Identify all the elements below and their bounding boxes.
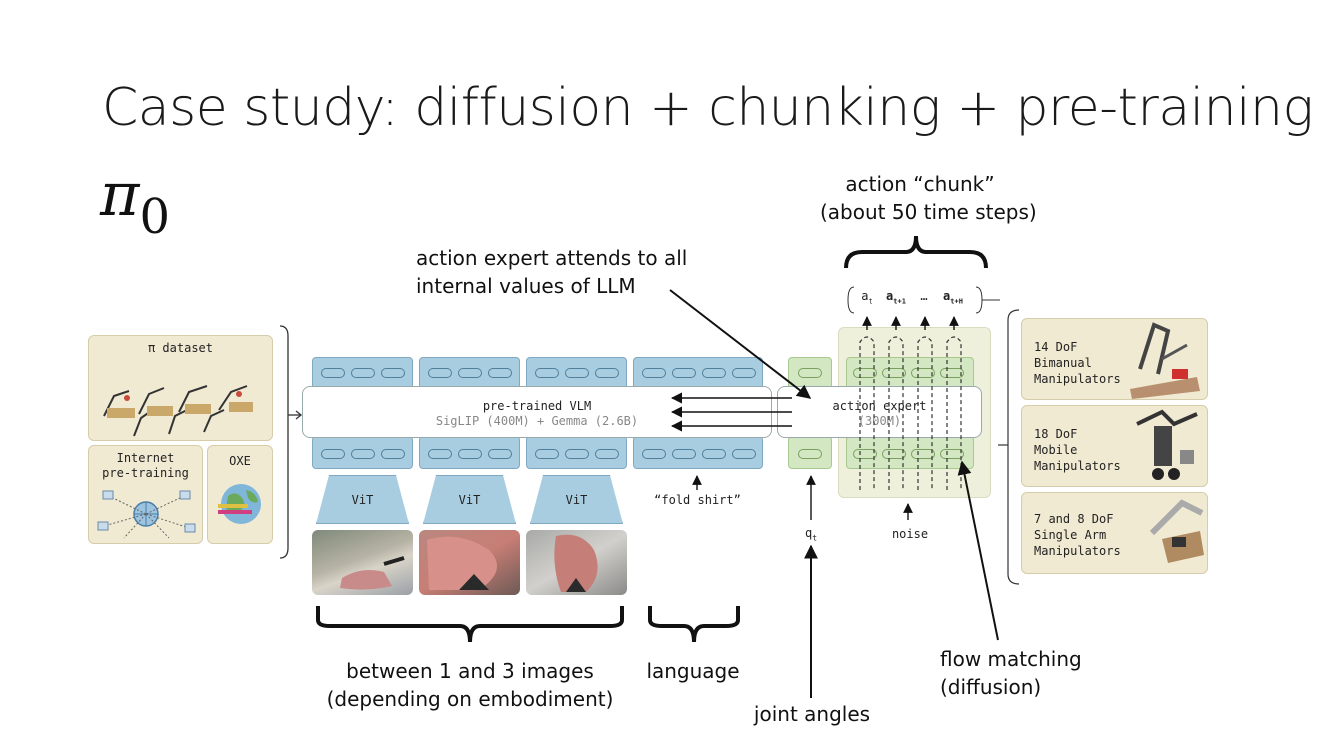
single-arm-robot-image [1149,499,1204,563]
prompt-text: “fold shirt” [654,493,741,507]
action-expert-box: action expert (300M) [777,386,982,438]
vlm-token-group-2-bottom [419,436,520,469]
shirt-folding-photo-2 [427,536,497,590]
flow-matching-label: flow matching (diffusion) [940,647,1082,699]
shirt-folding-photo-1 [340,556,405,590]
pi-dataset-label: π dataset [147,341,214,355]
vit-encoder-3: ViT [530,475,623,524]
action-atH: at+H [943,289,963,306]
attend-label: action expert attends to all internal va… [416,246,688,298]
vlm-token-group-3-bottom [526,436,627,469]
vit-encoder-1: ViT [316,475,409,524]
chunk-label: action “chunk” (about 50 time steps) [820,172,1037,224]
images-label: between 1 and 3 images (depending on emb… [326,659,614,711]
oxe-card: OXE [207,445,273,544]
bimanual-robot-image [1130,322,1200,399]
camera-image-1 [312,530,413,595]
internet-label-line2: pre-training [102,466,189,480]
mobile-robot-image [1136,409,1198,480]
action-at1: at+1 [886,289,906,306]
action-at: at [861,289,873,306]
oxe-label: OXE [229,454,251,468]
internet-label-line1: Internet [116,451,175,465]
dataset-bracket [279,325,303,559]
vlm-title: pre-trained VLM [482,399,592,413]
vlm-token-group-3-top [526,357,627,390]
state-token-bottom [788,436,832,469]
action-dots: … [920,289,928,303]
language-label: language [646,659,740,683]
action-expert-subtitle: (300M) [857,414,902,428]
pi-dataset-card: π dataset [88,335,273,441]
joint-angles-label: joint angles [753,702,871,726]
camera-image-3 [526,530,627,595]
earth-icon [218,484,261,524]
robot-arms-illustration [103,385,253,437]
internet-pretraining-card: Internet pre-training [88,445,203,544]
slide-title: Case study: diffusion + chunking + pre-t… [102,78,1314,138]
qt-label: qt [804,526,818,543]
vlm-subtitle: SigLIP (400M) + Gemma (2.6B) [435,414,639,428]
vlm-token-group-lang-bottom [633,436,763,469]
globe-network-icon [97,490,196,539]
camera-image-2 [419,530,520,595]
noise-label: noise [891,527,929,541]
shirt-folding-photo-3 [554,534,598,592]
pi0-symbol: π0 [100,160,170,245]
action-tokens-top [846,357,974,390]
